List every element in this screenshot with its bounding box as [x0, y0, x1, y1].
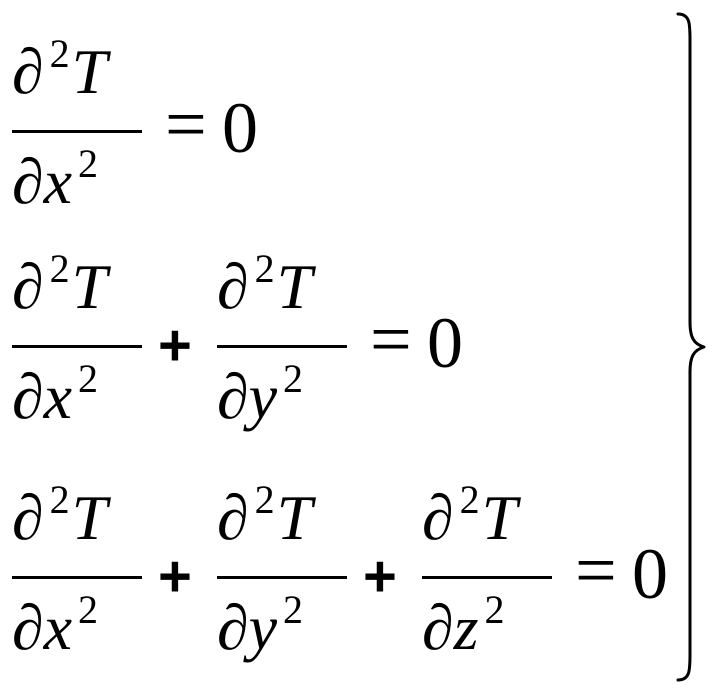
- exponent: 2: [78, 356, 99, 401]
- numerator: ∂2T: [422, 480, 552, 553]
- plus-sign: +: [158, 313, 192, 378]
- partial-symbol: ∂: [12, 146, 44, 217]
- partial-symbol: ∂: [217, 482, 249, 553]
- independent-variable: z: [453, 592, 479, 663]
- fraction-bar: [12, 576, 142, 579]
- plus-sign: +: [363, 544, 397, 609]
- exponent: 2: [49, 246, 70, 291]
- dependent-variable: T: [71, 482, 108, 553]
- exponent: 2: [78, 587, 99, 632]
- fraction-bar: [12, 345, 142, 348]
- independent-variable: y: [248, 361, 278, 432]
- partial-symbol: ∂: [217, 251, 249, 322]
- partial-symbol: ∂: [12, 592, 44, 663]
- independent-variable: x: [43, 361, 73, 432]
- fraction-bar: [422, 576, 552, 579]
- equals-sign: =: [165, 84, 207, 166]
- zero: 0: [222, 88, 258, 168]
- exponent: 2: [254, 246, 275, 291]
- numerator: ∂2T: [217, 480, 347, 553]
- plus-sign: +: [158, 544, 192, 609]
- dependent-variable: T: [71, 251, 108, 322]
- partial-symbol: ∂: [217, 592, 249, 663]
- exponent: 2: [49, 477, 70, 522]
- partial-symbol: ∂: [422, 592, 454, 663]
- exponent: 2: [78, 141, 99, 186]
- numerator: ∂2T: [217, 249, 347, 322]
- exponent: 2: [283, 356, 304, 401]
- dependent-variable: T: [481, 482, 518, 553]
- exponent: 2: [254, 477, 275, 522]
- partial-symbol: ∂: [12, 36, 44, 107]
- dependent-variable: T: [276, 482, 313, 553]
- independent-variable: y: [248, 592, 278, 663]
- zero: 0: [427, 303, 463, 383]
- partial-symbol: ∂: [422, 482, 454, 553]
- partial-symbol: ∂: [12, 251, 44, 322]
- partial-symbol: ∂: [217, 361, 249, 432]
- independent-variable: x: [43, 592, 73, 663]
- numerator: ∂2T: [12, 249, 142, 322]
- independent-variable: x: [43, 146, 73, 217]
- fraction-bar: [217, 345, 347, 348]
- exponent: 2: [459, 477, 480, 522]
- equals-sign: =: [575, 530, 617, 612]
- numerator: ∂2T: [12, 34, 142, 107]
- exponent: 2: [484, 587, 505, 632]
- zero: 0: [632, 534, 668, 614]
- exponent: 2: [49, 31, 70, 76]
- dependent-variable: T: [71, 36, 108, 107]
- partial-symbol: ∂: [12, 361, 44, 432]
- fraction-bar: [217, 576, 347, 579]
- fraction-bar: [12, 130, 142, 133]
- right-brace-icon: [676, 12, 706, 682]
- dependent-variable: T: [276, 251, 313, 322]
- exponent: 2: [283, 587, 304, 632]
- partial-symbol: ∂: [12, 482, 44, 553]
- equals-sign: =: [370, 299, 412, 381]
- numerator: ∂2T: [12, 480, 142, 553]
